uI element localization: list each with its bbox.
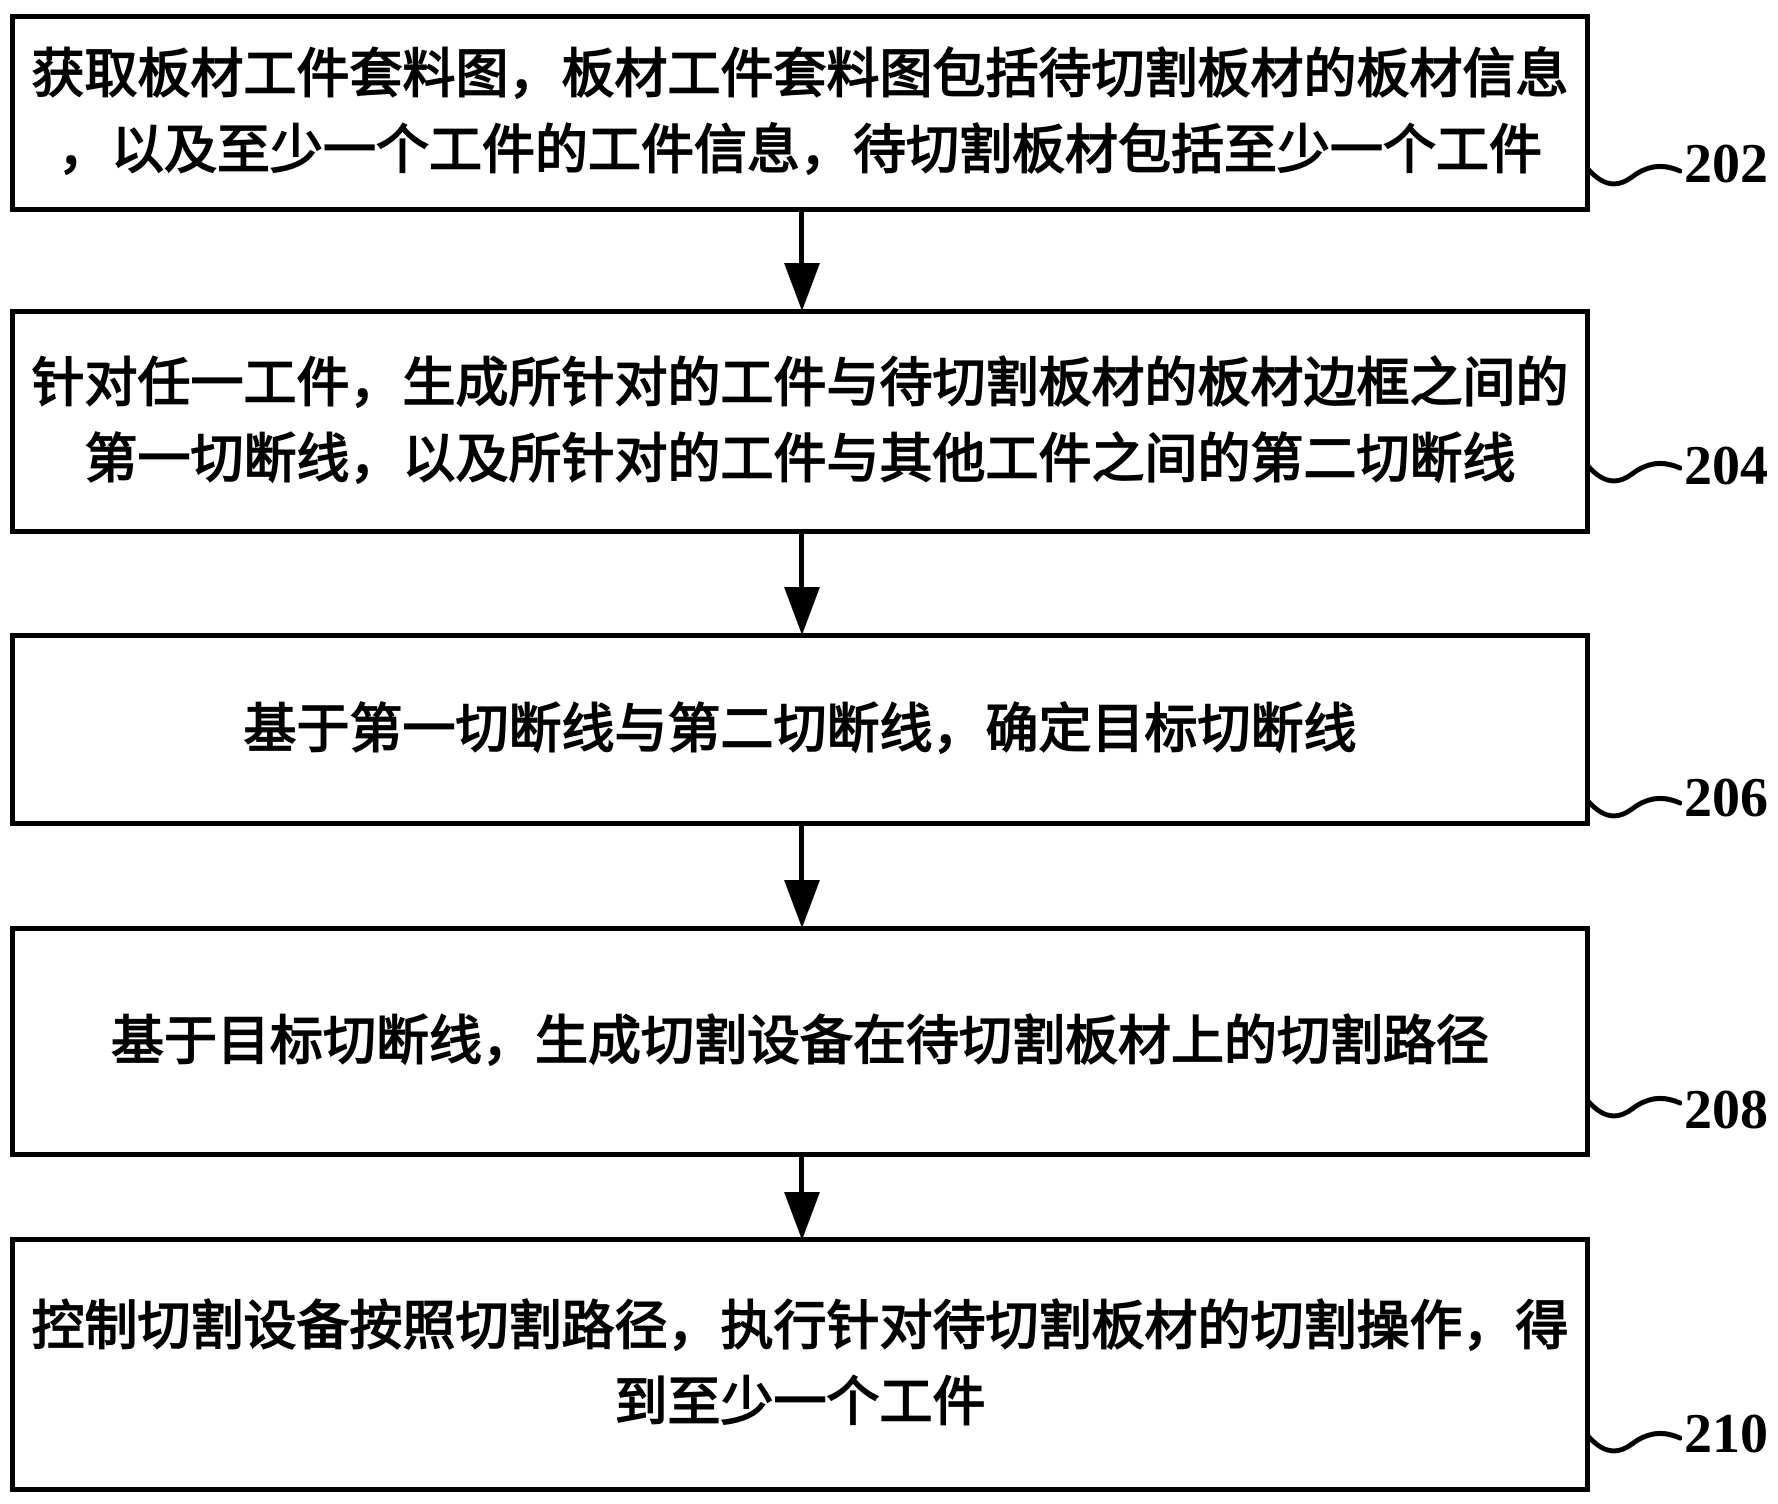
ref-connector-squiggle xyxy=(1586,1430,1682,1454)
flow-arrow-stem xyxy=(799,1156,804,1200)
step-text-line: 到至少一个工件 xyxy=(614,1373,986,1432)
step-text-line: ，以及至少一个工件的工件信息，待切割板材包括至少一个工件 xyxy=(58,122,1542,180)
step-box-204: 针对任一工件，生成所针对的工件与待切割板材的板材边框之间的 第一切断线，以及所针… xyxy=(10,309,1590,534)
ref-numeral: 202 xyxy=(1684,133,1768,195)
ref-connector-squiggle xyxy=(1586,795,1682,819)
step-text-line: 针对任一工件，生成所针对的工件与待切割板材的板材边框之间的 xyxy=(31,354,1569,413)
step-text-line: 控制切割设备按照切割路径，执行针对待切割板材的切割操作，得 xyxy=(31,1297,1569,1356)
flow-arrow-stem xyxy=(799,533,804,591)
flow-arrow-head xyxy=(784,587,820,635)
step-box-208: 基于目标切断线，生成切割设备在待切割板材上的切割路径 xyxy=(10,926,1590,1157)
flow-arrow-head xyxy=(784,263,820,311)
flow-arrow-stem xyxy=(799,825,804,883)
step-text-line: 基于目标切断线，生成切割设备在待切割板材上的切割路径 xyxy=(111,1012,1489,1071)
ref-numeral: 208 xyxy=(1684,1079,1768,1141)
step-text-line: 第一切断线，以及所针对的工件与其他工件之间的第二切断线 xyxy=(84,430,1516,489)
flow-arrow-head xyxy=(784,1192,820,1240)
step-text-line: 基于第一切断线与第二切断线，确定目标切断线 xyxy=(243,700,1357,759)
flow-arrow-head xyxy=(784,880,820,928)
step-text-line: 获取板材工件套料图，板材工件套料图包括待切割板材的板材信息 xyxy=(31,46,1569,104)
step-box-202: 获取板材工件套料图，板材工件套料图包括待切割板材的板材信息 ，以及至少一个工件的… xyxy=(10,14,1590,212)
flow-arrow-stem xyxy=(799,211,804,269)
ref-numeral: 204 xyxy=(1684,435,1768,497)
step-box-210: 控制切割设备按照切割路径，执行针对待切割板材的切割操作，得 到至少一个工件 xyxy=(10,1237,1590,1492)
ref-numeral: 210 xyxy=(1684,1403,1768,1465)
step-box-206: 基于第一切断线与第二切断线，确定目标切断线 xyxy=(10,633,1590,826)
ref-connector-squiggle xyxy=(1586,163,1682,187)
ref-connector-squiggle xyxy=(1586,460,1682,484)
ref-numeral: 206 xyxy=(1684,767,1768,829)
ref-connector-squiggle xyxy=(1586,1095,1682,1119)
